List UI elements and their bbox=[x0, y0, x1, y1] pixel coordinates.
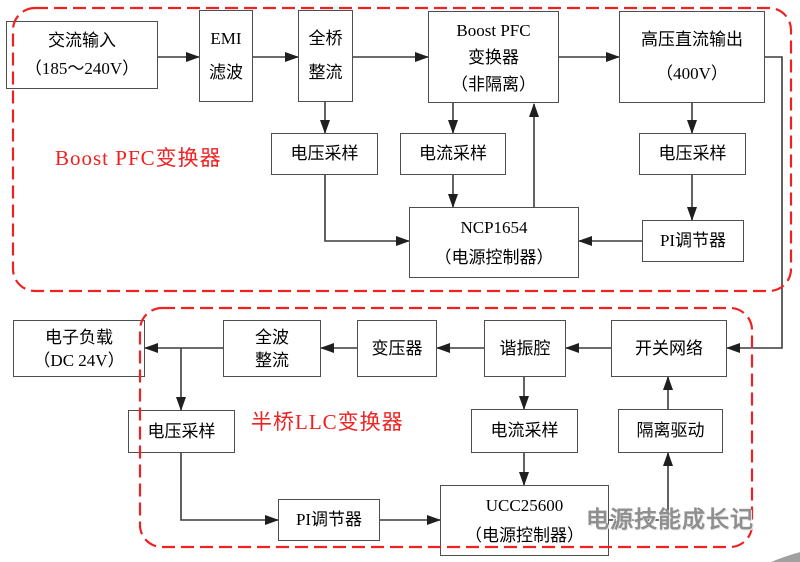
region-label-boost-pfc-region: Boost PFC变换器 bbox=[55, 146, 222, 170]
box-text-line: （DC 24V） bbox=[33, 350, 125, 370]
region-label-half-bridge-llc-region: 半桥LLC变换器 bbox=[251, 410, 404, 434]
diagram-box-electronic-load: 电子负载 （DC 24V） bbox=[13, 320, 145, 377]
watermark: 电源技能成长记 bbox=[586, 500, 800, 562]
watermark-text: 电源技能成长记 bbox=[586, 506, 754, 532]
box-text-line: 电子负载 bbox=[45, 327, 113, 347]
